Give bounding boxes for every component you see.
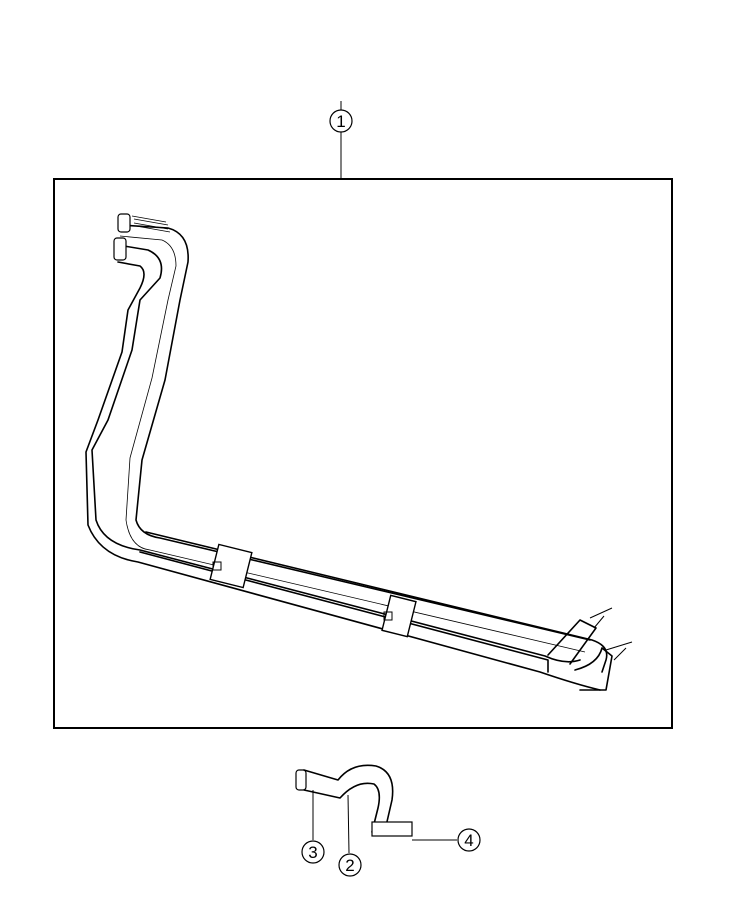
callout-4-label: 4 [464,831,473,850]
callout-3-circle [301,840,325,864]
small-hose-body-inner [303,782,399,835]
clamp-right-tab [383,611,393,621]
hose-lower-body [145,531,608,673]
hose-inlet-top [117,213,131,233]
callout-2-leader [347,794,350,854]
hose-lower-body-2 [139,551,549,673]
callout-2-label: 2 [345,856,354,875]
clamp-outlet-2 [605,641,633,661]
callout-4-circle [457,828,481,852]
clamp-right [381,594,417,638]
callout-2[interactable]: 2 [338,794,362,877]
callout-3-label: 3 [308,843,317,862]
callout-1[interactable]: 1 [329,101,353,179]
callout-2-circle [338,853,362,877]
detail-frame [53,178,673,729]
small-hose-clamp [371,821,413,837]
hose-front [91,244,581,663]
small-hose-body [303,764,399,827]
callout-3[interactable]: 3 [301,790,325,864]
clamp-outlet-1 [589,607,613,629]
hose-outlet-lower [574,647,613,691]
hose-rear-upper-inner [119,235,586,653]
inlet-ribs [131,215,171,233]
heater-hose-assembly[interactable] [85,213,633,691]
hose-rear-upper [119,224,591,641]
small-hose-assembly[interactable] [295,764,413,837]
hose-inlet-lower [113,237,127,261]
callout-4[interactable]: 4 [412,828,481,852]
clamp-left-tab [212,561,222,571]
callout-1-label: 1 [336,112,345,131]
hose-front-outer [85,261,601,691]
hose-outlet-upper [547,619,597,665]
small-hose-inlet [295,769,307,791]
